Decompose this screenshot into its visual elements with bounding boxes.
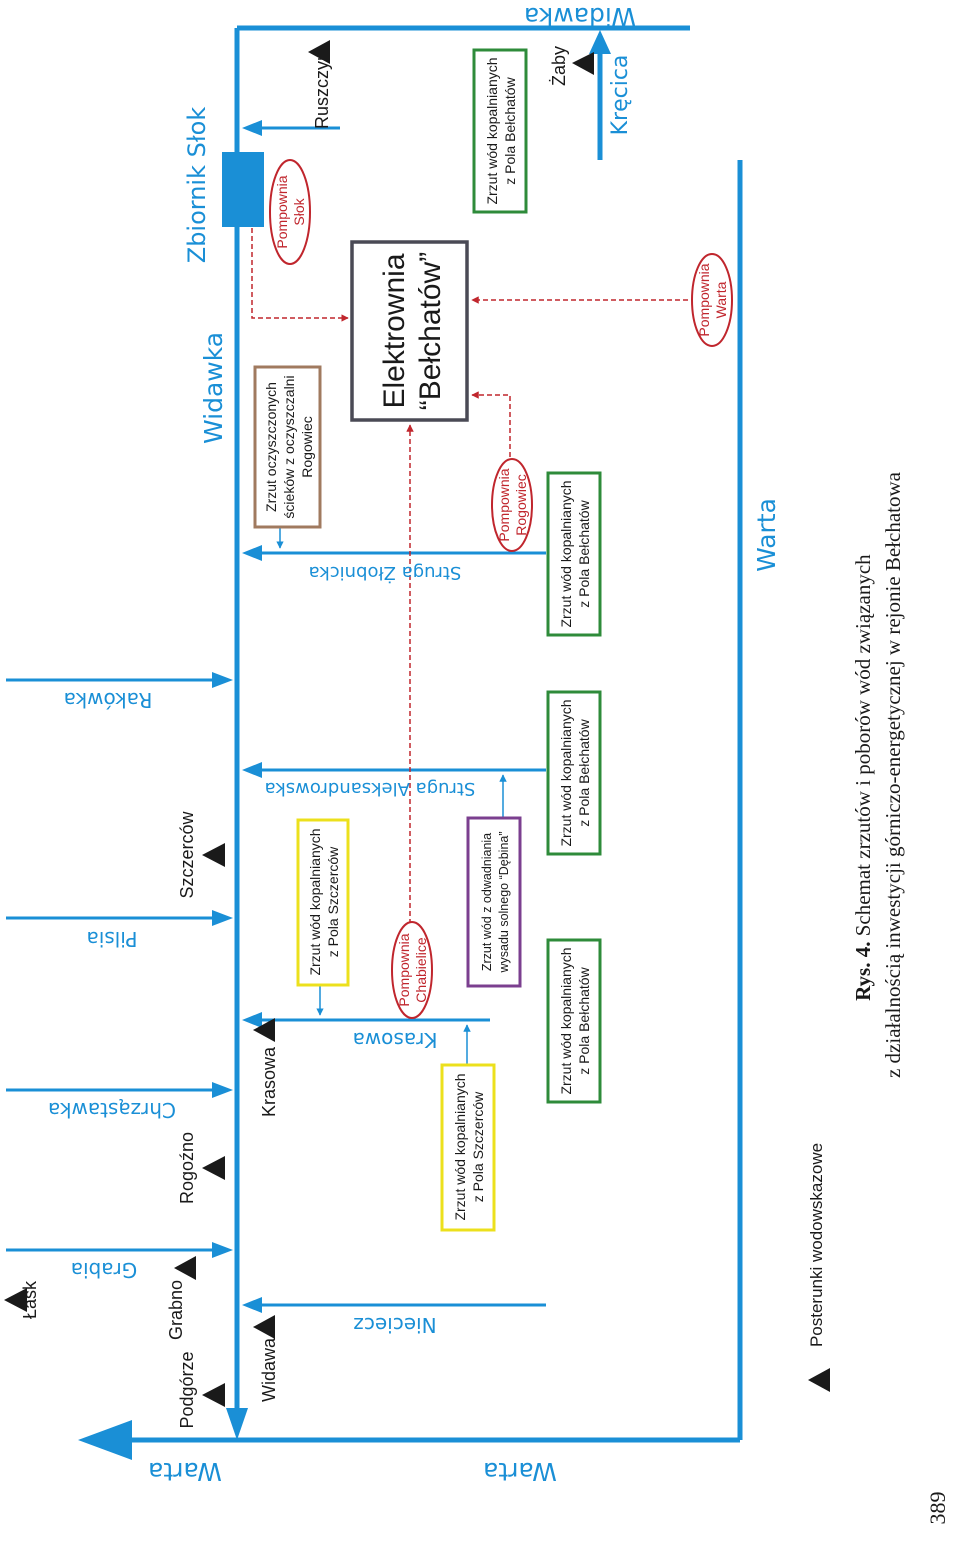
widawka-outflow-arrow	[226, 1408, 248, 1440]
label-ruszczyn: Ruszczyn	[312, 51, 332, 129]
gauge-triangle-grabno	[174, 1256, 196, 1280]
label-zbiornik-slok: Zbiornik Słok	[183, 107, 211, 264]
label-krasowa: Krasowa	[353, 1028, 438, 1052]
pump-chabielice-ellipse	[391, 921, 433, 1019]
label-krecica: Kręcica	[608, 55, 633, 136]
label-zaby: Żaby	[549, 46, 569, 86]
power-plant-box	[350, 240, 469, 422]
figure-caption: Rys. 4. Schemat zrzutów i poborów wód zw…	[851, 471, 905, 1078]
pump-slok-label: PompowniaSłok	[274, 175, 307, 248]
caption-line1: Schemat zrzutów i poborów wód związanych	[851, 554, 875, 942]
rogowiec-to-plant-line	[471, 391, 511, 465]
belchatow-box-2	[546, 471, 602, 637]
gauge-triangle-krasowa	[253, 1018, 275, 1042]
label-chrzastawka: Chrząstawka	[48, 1098, 176, 1122]
pump-chabielice-label: PompowniaChabielice	[396, 933, 429, 1006]
label-krasowa-station: Krasowa	[259, 1046, 279, 1117]
gauging-stations	[4, 40, 830, 1407]
pilsia-tributary-arrow	[212, 910, 233, 926]
szczercow-box-1	[296, 818, 350, 987]
nieciecz-tributary-arrow	[242, 1297, 262, 1313]
power-plant-title: Elektrownia“Bełchatów”	[378, 252, 447, 410]
label-grabia: Grabia	[71, 1258, 137, 1282]
aleksandrowska-tributary-arrow	[242, 762, 262, 778]
gauge-triangle-widawa	[253, 1315, 275, 1339]
rakowka-tributary-arrow	[212, 672, 233, 688]
label-nieciecz: Nieciecz	[353, 1313, 436, 1337]
label-struga-aleksandrowska: Struga Aleksandrowska	[265, 778, 476, 799]
gauge-triangle-lask	[4, 1288, 27, 1312]
gauge-triangle-podgorze	[202, 1383, 225, 1407]
pump-warta-ellipse	[691, 253, 733, 347]
belchatow-box-3	[546, 690, 602, 856]
krasowa-tributary-arrow	[242, 1012, 262, 1028]
label-struga-zlobnicka: Struga Żłobnicka	[309, 562, 462, 583]
gauge-triangle-szczercow	[202, 843, 225, 867]
slok-to-plant-line	[251, 228, 349, 322]
szczercow-box-2	[440, 1063, 496, 1232]
label-podgorze: Podgórze	[177, 1351, 197, 1428]
label-warta-bottom: Warta	[483, 1457, 557, 1486]
gauge-triangle-zaby	[572, 52, 594, 75]
label-widawka-top: Widawka	[524, 2, 636, 31]
pump-rogowiec-ellipse	[491, 458, 533, 552]
belchatow-box-4	[546, 938, 602, 1104]
pump-warta-label: PompowniaWarta	[696, 263, 729, 336]
pump-rogowiec-label: PompowniaRogowiec	[496, 468, 529, 541]
zbiornik-slok-reservoir	[222, 152, 264, 227]
label-pilsia: Pilsia	[87, 927, 138, 951]
gauge-triangle-ruszczyn	[308, 40, 330, 64]
label-widawa: Widawa	[259, 1337, 279, 1402]
sewage-box	[253, 365, 322, 529]
warta-outflow-arrow	[78, 1420, 132, 1460]
page-number: 389	[925, 1492, 950, 1525]
label-warta-right: Warta	[752, 498, 781, 572]
grabia-tributary-arrow	[212, 1242, 233, 1258]
ruszczyn-tributary-arrow	[242, 120, 262, 136]
chrzastawka-tributary-arrow	[212, 1082, 233, 1098]
gauge-triangle-rogozno	[202, 1156, 225, 1180]
label-widawka-main: Widawka	[199, 332, 228, 444]
label-lask: Łask	[20, 1280, 40, 1319]
legend-label: Posterunki wodowskazowe	[807, 1143, 826, 1347]
pump-slok-ellipse	[269, 159, 311, 265]
pump-labels: PompowniaSłok PompowniaWarta PompowniaRo…	[274, 175, 729, 1006]
label-rakowka: Rakówka	[64, 688, 153, 712]
label-rogozno: Rogoźno	[177, 1132, 197, 1204]
label-warta-top: Warta	[148, 1457, 222, 1486]
debina-box	[466, 816, 522, 988]
pumping-lines	[251, 228, 712, 932]
belchatow-box-1	[472, 48, 528, 214]
caption-line2: z działalnością inwestycji górniczo-ener…	[881, 471, 905, 1078]
place-labels: Ruszczyn Żaby Szczerców Rogoźno Krasowa …	[20, 46, 569, 1429]
label-szczercow: Szczerców	[177, 810, 197, 898]
caption-prefix: Rys. 4.	[851, 942, 875, 1001]
krecica-arrow	[589, 30, 611, 54]
label-grabno: Grabno	[166, 1280, 186, 1340]
river-network	[6, 25, 743, 1460]
legend-triangle-icon	[808, 1368, 830, 1392]
zlobnicka-tributary-arrow	[242, 545, 262, 561]
